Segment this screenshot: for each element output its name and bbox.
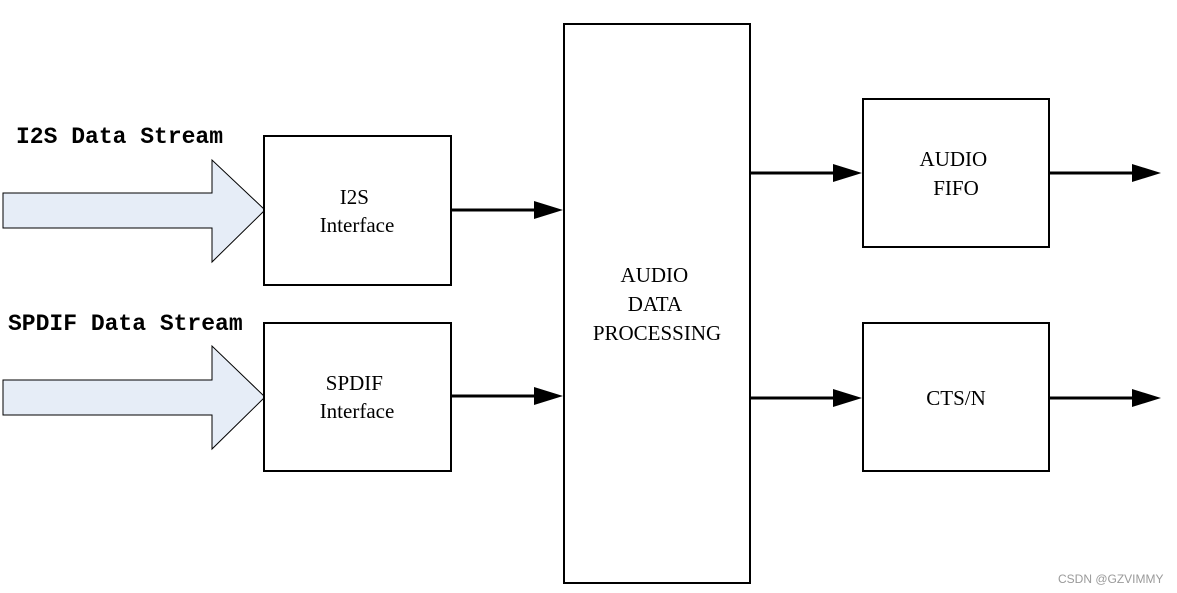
i2s-input-arrow [2,158,266,264]
processing-to-ctsn-arrowhead [833,389,862,407]
audio-fifo-label: AUDIO FIFO [920,147,993,200]
spdif-interface-label: SPDIF Interface [320,371,395,423]
watermark: CSDN @GZVIMMY [1058,572,1164,586]
i2s-interface-block [263,135,452,286]
audio-fifo-block [862,98,1050,248]
i2s-interface-label: I2S Interface [320,185,395,237]
audio-data-processing-label: AUDIO DATA PROCESSING [593,263,721,345]
spdif-stream-label: SPDIF Data Stream [8,311,243,337]
ctsn-output-arrowhead [1132,389,1161,407]
spdif-input-arrow [2,344,266,451]
audio-data-processing-block [563,23,751,584]
spdif-interface-block [263,322,452,472]
spdif-to-processing-arrowhead [534,387,563,405]
i2s-to-processing-arrowhead [534,201,563,219]
cts-n-label: CTS/N [926,386,986,410]
i2s-stream-label: I2S Data Stream [16,124,223,150]
fifo-output-arrowhead [1132,164,1161,182]
processing-to-fifo-arrowhead [833,164,862,182]
